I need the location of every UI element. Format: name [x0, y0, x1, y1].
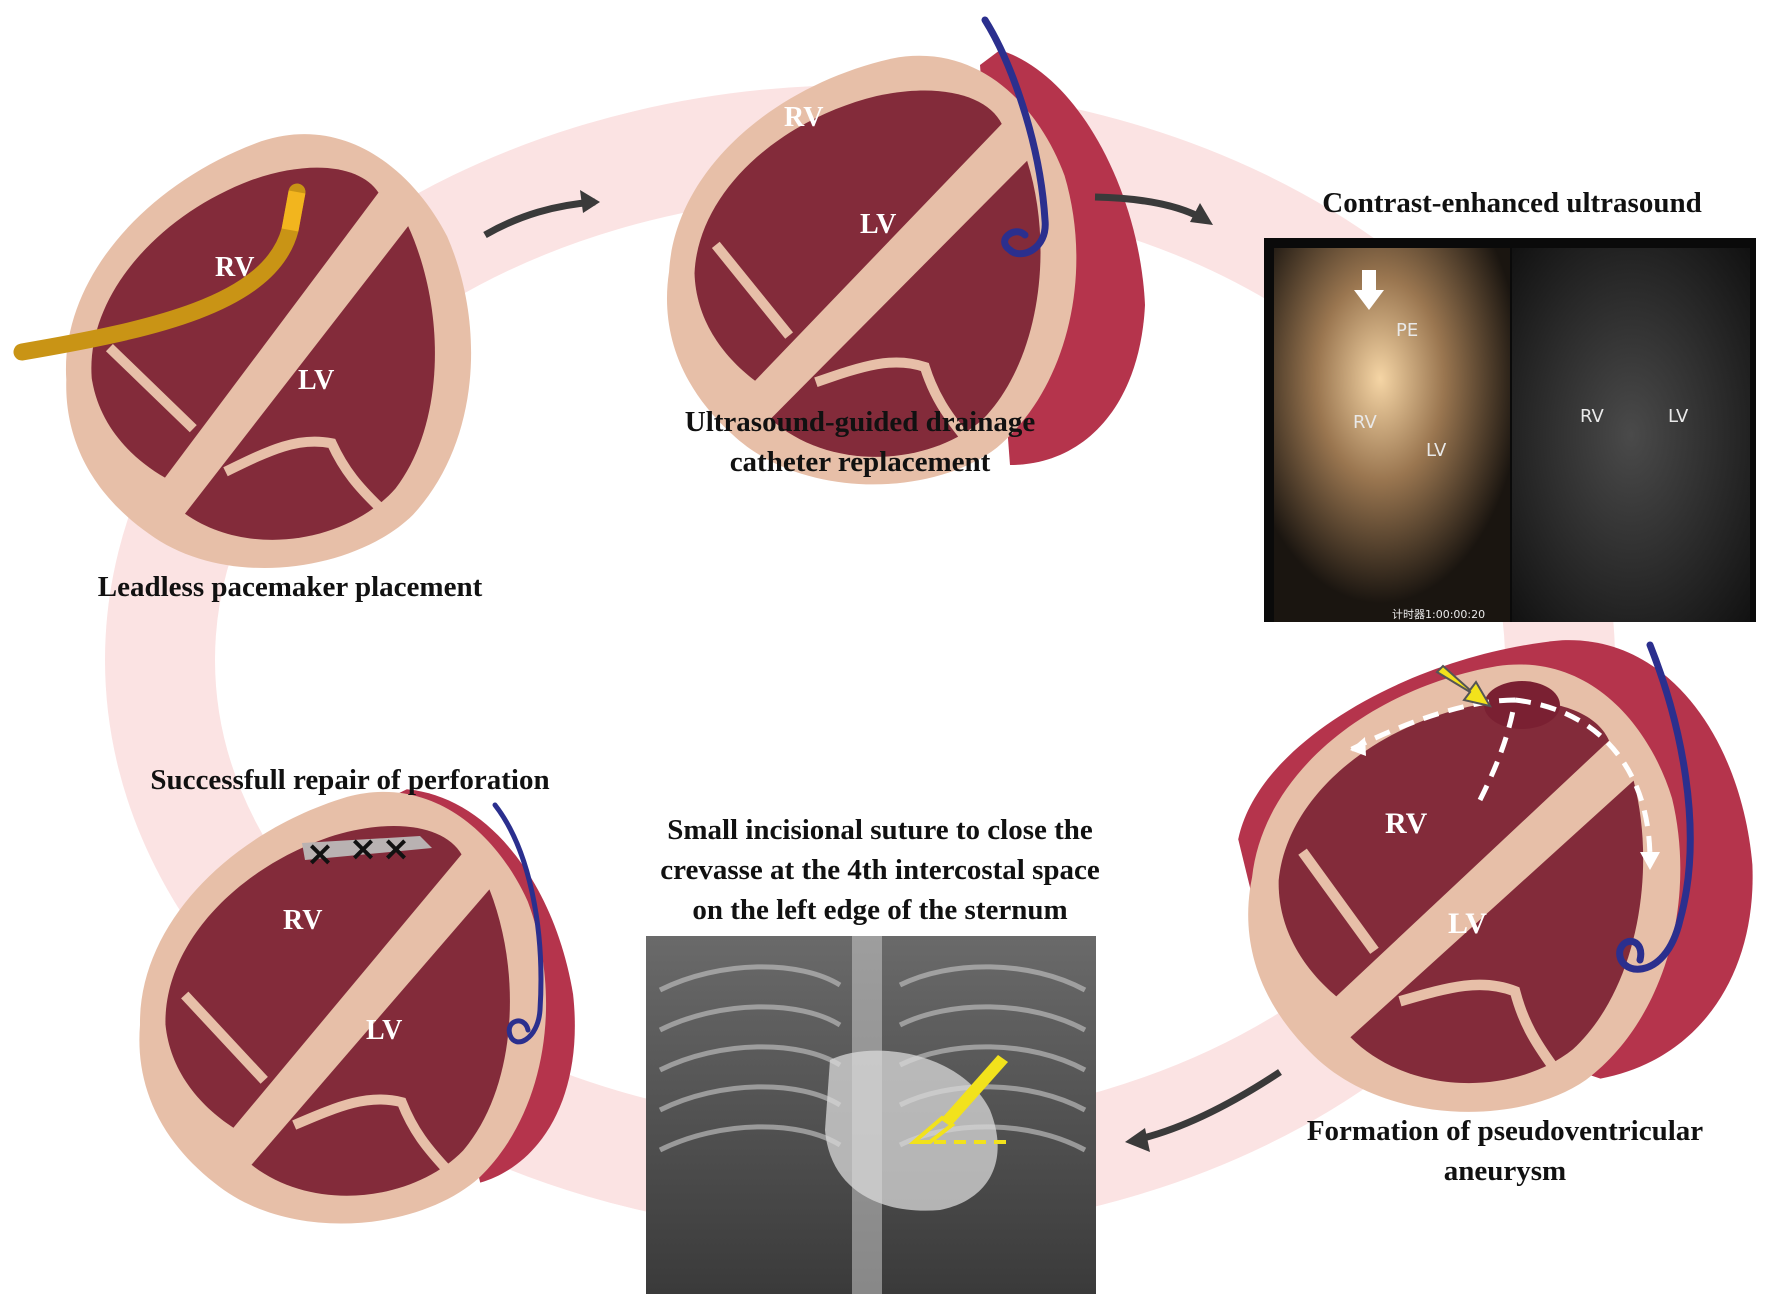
- suture-mark-1: ×: [306, 834, 335, 874]
- heart-repaired: [95, 759, 611, 1263]
- caption-suture-line1: Small incisional suture to close the: [667, 814, 1093, 846]
- heart-leadless-pacemaker: [12, 100, 523, 615]
- caption-leadless-pacemaker: Leadless pacemaker placement: [97, 571, 483, 603]
- pseudoaneurysm-sac: [1484, 681, 1560, 729]
- ultrasound-white-arrow: [1354, 270, 1384, 310]
- caption-incisional-suture: Small incisional suture to close the cre…: [600, 810, 1160, 930]
- pseudoaneurysm-catheter: [1616, 641, 1694, 973]
- arrow-step4-to-5-head: [1125, 1128, 1150, 1152]
- yellow-indicator-arrow: [1435, 664, 1493, 708]
- repaired-catheter: [492, 802, 544, 1045]
- heart1-rv-label: RV: [215, 252, 254, 283]
- caption-ceus: Contrast-enhanced ultrasound: [1322, 187, 1702, 219]
- arrow-step1-to-2-head: [580, 190, 600, 213]
- heart4-lv-label: LV: [1448, 907, 1487, 940]
- caption-suture-line2: crevasse at the 4th intercostal space: [660, 854, 1100, 886]
- flow-arrowhead-down: [1640, 852, 1660, 870]
- heart2-lv-label: LV: [860, 209, 896, 240]
- us-pe-label: PE: [1396, 320, 1418, 341]
- drainage-catheter: [981, 16, 1049, 258]
- xray-heart: [825, 1050, 998, 1211]
- caption-suture-line3: on the left edge of the sternum: [692, 894, 1068, 926]
- arrow-step2-to-3-head: [1190, 203, 1213, 225]
- us-left-lv-label: LV: [1426, 440, 1447, 461]
- heart-pseudoaneurysm: [1223, 640, 1753, 1130]
- scalpel-icon: [942, 1055, 1008, 1125]
- flow-arrowhead-left: [1350, 737, 1366, 756]
- suture-mark-3: ×: [382, 829, 411, 869]
- caption-pseudo-line1: Formation of pseudoventricular: [1306, 1115, 1704, 1147]
- heart4-rv-label: RV: [1385, 807, 1428, 840]
- heart6-rv-label: RV: [283, 905, 322, 936]
- caption-repair: Successfull repair of perforation: [150, 764, 550, 796]
- arrow-step4-to-5: [1134, 1069, 1282, 1144]
- contrast-ultrasound-image: PE RV LV RV LV 计时器1:00:00:20: [1264, 238, 1756, 622]
- blood-flow-path: [1348, 697, 1653, 861]
- us-right-rv-label: RV: [1580, 406, 1605, 427]
- us-left-rv-label: RV: [1353, 412, 1378, 433]
- caption-drainage: Ultrasound-guided drainage catheter repl…: [620, 402, 1100, 482]
- caption-drainage-line2: catheter replacement: [729, 446, 991, 478]
- heart6-lv-label: LV: [366, 1015, 402, 1046]
- heart2-rv-label: RV: [784, 102, 823, 133]
- pacemaker-tip: [281, 190, 306, 232]
- caption-drainage-line1: Ultrasound-guided drainage: [684, 406, 1036, 438]
- repair-patch: [302, 836, 432, 860]
- chest-xray-image: [646, 936, 1096, 1294]
- caption-pseudo-line2: aneurysm: [1443, 1155, 1567, 1187]
- heart-drainage-catheter: [637, 36, 1145, 512]
- caption-pseudoaneurysm: Formation of pseudoventricular aneurysm: [1255, 1111, 1755, 1191]
- us-right-lv-label: LV: [1668, 406, 1689, 427]
- suture-mark-2: ×: [349, 829, 378, 869]
- pacemaker-lead: [13, 183, 306, 361]
- heart1-lv-label: LV: [298, 365, 334, 396]
- us-timer: 计时器1:00:00:20: [1392, 608, 1485, 621]
- scalpel-blade-icon: [908, 1115, 956, 1144]
